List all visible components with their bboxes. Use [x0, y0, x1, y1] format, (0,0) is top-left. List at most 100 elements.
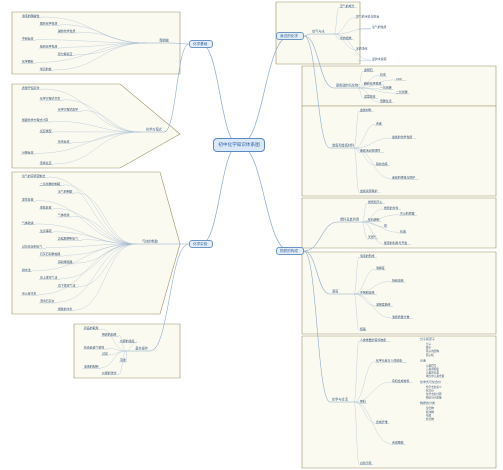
leaf-topic[interactable]: 纯净物: [426, 410, 434, 414]
leaf-topic[interactable]: 化学方程式书写: [40, 96, 60, 101]
leaf-topic[interactable]: 水的净化: [356, 45, 368, 50]
leaf-topic[interactable]: 澄清石灰水: [40, 298, 55, 303]
leaf-topic[interactable]: 化合反应: [58, 139, 70, 144]
leaf-topic[interactable]: 带火星木条: [22, 290, 37, 295]
leaf-topic[interactable]: 氧气的性质: [372, 24, 387, 29]
leaf-topic[interactable]: 天然气: [368, 234, 377, 239]
leaf-topic[interactable]: 元素周期表: [426, 367, 439, 371]
leaf-topic[interactable]: 原子核: [426, 353, 434, 357]
leaf-topic[interactable]: 分解反应: [22, 149, 34, 154]
leaf-topic[interactable]: 仪器的连接: [120, 338, 135, 343]
leaf-topic[interactable]: 溶液的配制: [84, 364, 99, 369]
leaf-topic[interactable]: 燃烧和灭火: [368, 199, 383, 204]
leaf-topic[interactable]: 地壳中元素含量: [426, 374, 445, 378]
leaf-topic[interactable]: 水的组成: [340, 35, 352, 40]
leaf-topic[interactable]: 一氧化碳: [380, 85, 392, 90]
leaf-topic[interactable]: 石墨: [380, 72, 386, 76]
leaf-topic[interactable]: 灭火的原理: [400, 211, 415, 216]
leaf-topic[interactable]: 向下排空气法: [58, 283, 75, 288]
leaf-topic[interactable]: 原子: [426, 346, 432, 350]
leaf-topic[interactable]: 化合价: [426, 388, 434, 392]
leaf-topic[interactable]: 人类重要的营养物质: [360, 337, 386, 342]
leaf-topic[interactable]: 单质: [426, 413, 432, 417]
leaf-topic[interactable]: 元素符号: [426, 363, 437, 367]
leaf-topic[interactable]: 金刚石: [364, 67, 373, 72]
leaf-topic[interactable]: 收集装置: [40, 204, 52, 209]
leaf-topic[interactable]: 物质的加热: [102, 331, 117, 336]
leaf-topic[interactable]: 过滤: [102, 351, 108, 356]
leaf-topic[interactable]: 不饱和溶液: [360, 290, 375, 295]
leaf-topic[interactable]: 检查装置气密性: [84, 344, 104, 349]
leaf-topic[interactable]: 相对分子质量: [426, 396, 442, 400]
leaf-topic[interactable]: 金属的化学性质: [392, 134, 412, 139]
leaf-topic[interactable]: 根据化学方程式计算: [22, 117, 48, 122]
leaf-topic[interactable]: 酸的化学性质: [40, 21, 57, 26]
leaf-topic[interactable]: 能源的利用与开发: [384, 240, 407, 245]
leaf-topic[interactable]: 碱的化学性质: [58, 28, 75, 33]
leaf-topic[interactable]: 锌和稀硫酸: [58, 259, 73, 264]
branch-right-top[interactable]: 身边的化学: [276, 32, 304, 40]
leaf-topic[interactable]: 金属活动性顺序: [360, 148, 380, 153]
leaf-topic[interactable]: 燃着的木条: [58, 306, 73, 311]
leaf-topic[interactable]: 混合物: [426, 406, 434, 410]
leaf-topic[interactable]: 药品的取用: [84, 325, 99, 330]
leaf-topic[interactable]: 化合物: [426, 417, 434, 421]
leaf-topic[interactable]: 盐的化学性质: [40, 43, 57, 48]
leaf-topic[interactable]: 碳的化学性质: [364, 80, 381, 85]
leaf-topic[interactable]: 溶质质量分数: [392, 314, 409, 319]
leaf-topic[interactable]: 爱护水资源: [372, 56, 387, 61]
leaf-topic[interactable]: 反应类型: [40, 128, 52, 133]
leaf-topic[interactable]: 饱和溶液: [392, 277, 404, 282]
branch-left-bottom[interactable]: 化学实验: [189, 240, 213, 248]
leaf-topic[interactable]: 空气的污染与防治: [356, 14, 379, 19]
leaf-topic[interactable]: 高锰酸钾制氧气: [58, 236, 78, 241]
leaf-topic[interactable]: 空气的成分: [340, 3, 355, 8]
leaf-topic[interactable]: 常见的盐: [40, 66, 52, 71]
central-topic[interactable]: 初中化学知识体系图: [213, 138, 265, 152]
leaf-topic[interactable]: 溶解度曲线: [376, 302, 391, 307]
leaf-topic[interactable]: 气体验满: [22, 220, 34, 225]
leaf-topic[interactable]: 过氧化氢制氧气: [22, 243, 42, 248]
leaf-topic[interactable]: 原子的结构: [426, 349, 439, 353]
leaf-topic[interactable]: 溶液的形成: [360, 253, 375, 258]
leaf-topic[interactable]: 向上排空气法: [40, 275, 57, 280]
leaf-topic[interactable]: 金属资源保护: [360, 188, 377, 193]
leaf-topic[interactable]: 化石燃料: [368, 217, 380, 222]
leaf-topic[interactable]: 元素的分类: [426, 371, 439, 375]
leaf-topic[interactable]: 蒸发: [120, 357, 126, 362]
leaf-topic[interactable]: 化学肥料: [22, 58, 34, 63]
leaf-topic[interactable]: 低碳生活: [380, 98, 392, 103]
leaf-topic[interactable]: 合金: [376, 121, 382, 126]
leaf-topic[interactable]: 二氧化碳: [396, 89, 408, 94]
leaf-topic[interactable]: 溶解度: [376, 265, 385, 270]
branch-left-top[interactable]: 化学基础: [189, 40, 213, 48]
leaf-topic[interactable]: 煤: [384, 222, 387, 227]
leaf-topic[interactable]: 氧气的实验室制法: [22, 173, 45, 178]
leaf-topic[interactable]: 白色污染: [360, 460, 372, 465]
leaf-topic[interactable]: 石灰石和稀盐酸: [40, 251, 60, 256]
branch-right-bottom[interactable]: 物质的构成: [276, 247, 304, 255]
leaf-topic[interactable]: 质量守恒定律: [22, 85, 39, 90]
leaf-topic[interactable]: 结晶: [360, 326, 366, 331]
leaf-topic[interactable]: 金属的锈蚀与防护: [392, 175, 415, 180]
leaf-topic[interactable]: 铁的冶炼: [376, 161, 388, 166]
leaf-topic[interactable]: 石油: [400, 228, 406, 233]
leaf-topic[interactable]: 合成纤维: [376, 419, 388, 424]
leaf-topic[interactable]: 金属材料: [360, 107, 372, 112]
leaf-topic[interactable]: 化学式的计算: [426, 392, 442, 396]
leaf-topic[interactable]: 温室效应: [364, 94, 376, 99]
leaf-topic[interactable]: 塑料: [360, 399, 366, 404]
leaf-topic[interactable]: C60: [396, 77, 402, 81]
leaf-topic[interactable]: 化学元素与人体健康: [376, 358, 402, 363]
leaf-topic[interactable]: 氢气的制取: [58, 189, 73, 194]
leaf-topic[interactable]: 化学方程式配平: [58, 106, 78, 111]
leaf-topic[interactable]: 排水法: [22, 267, 31, 272]
leaf-topic[interactable]: 二氧化碳的制取: [40, 181, 60, 186]
leaf-topic[interactable]: 有机合成材料: [392, 378, 409, 383]
leaf-topic[interactable]: 气体检验: [58, 212, 70, 217]
leaf-topic[interactable]: 注意事项: [40, 228, 52, 233]
leaf-topic[interactable]: 仪器的洗涤: [102, 370, 117, 375]
leaf-topic[interactable]: 复分解反应: [58, 51, 73, 56]
leaf-topic[interactable]: 发生装置: [22, 196, 34, 201]
leaf-topic[interactable]: 置换反应: [40, 160, 52, 165]
